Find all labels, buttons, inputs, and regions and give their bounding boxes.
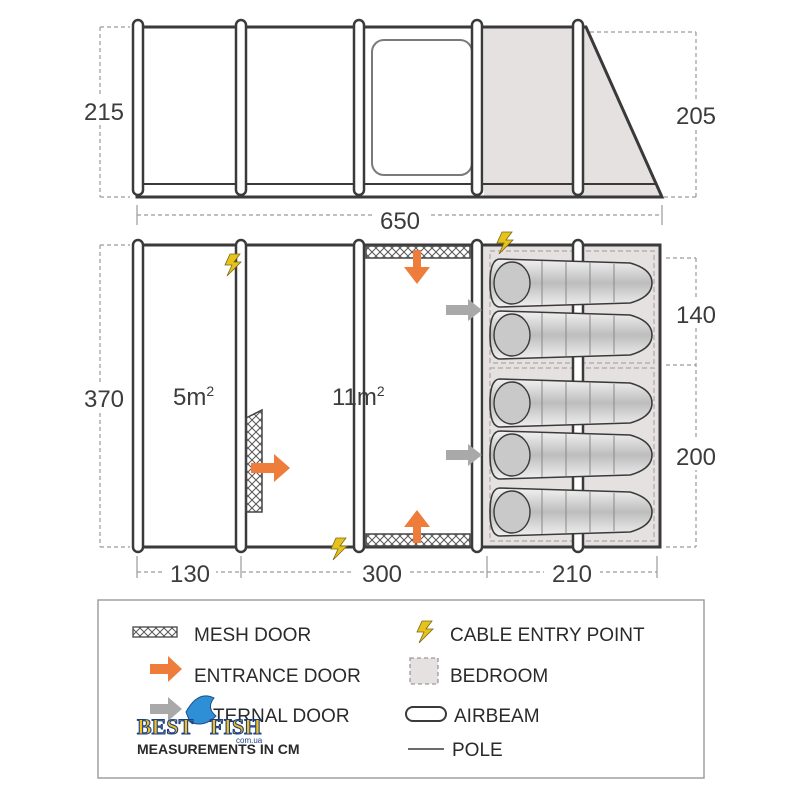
legend: MESH DOOR ENTRANCE DOOR INTERNAL DOOR ME… bbox=[97, 599, 705, 779]
side-height-right: 205 bbox=[676, 103, 716, 130]
side-beam-4 bbox=[470, 18, 484, 197]
legend-measurements: MEASUREMENTS IN CM bbox=[137, 741, 300, 757]
bestfish-logo: BEST FISH com.ua bbox=[136, 695, 263, 745]
side-height-left: 215 bbox=[84, 99, 124, 126]
legend-bedroom: BEDROOM bbox=[450, 666, 548, 687]
side-beam-3 bbox=[352, 18, 366, 197]
floor-beam-2 bbox=[234, 238, 248, 554]
area-superscript-small: 2 bbox=[206, 383, 214, 399]
logo-domain: com.ua bbox=[236, 736, 263, 745]
sleeping-bag-3 bbox=[489, 378, 653, 428]
side-beam-5 bbox=[571, 18, 585, 197]
side-view: 215 205 650 bbox=[80, 18, 722, 235]
segment-dim-1: 130 bbox=[170, 561, 210, 588]
fish-icon bbox=[185, 695, 217, 725]
bedroom-dim-top: 140 bbox=[676, 302, 716, 329]
floor-plan: 5m2 11m2 370 140 200 130 300 210 bbox=[78, 231, 722, 588]
legend-mesh-door: MESH DOOR bbox=[194, 625, 311, 646]
legend-internal-door: INTERNAL DOOR bbox=[194, 706, 350, 727]
entrance-arrow-side bbox=[251, 454, 290, 482]
mesh-door-side bbox=[245, 408, 263, 513]
side-window bbox=[371, 39, 473, 176]
cable-entry-icon-2 bbox=[330, 537, 348, 561]
bedroom-legend-icon bbox=[409, 657, 439, 685]
side-beam-1 bbox=[131, 18, 145, 197]
floor-beam-3 bbox=[352, 238, 366, 554]
side-beam-2 bbox=[234, 18, 248, 197]
logo-word-best: BEST bbox=[137, 714, 194, 739]
bedroom-dim-bottom: 200 bbox=[676, 444, 716, 471]
area-superscript-large: 2 bbox=[377, 383, 385, 399]
sleeping-bag-1 bbox=[489, 258, 653, 308]
side-length: 650 bbox=[380, 208, 420, 235]
internal-door-legend-icon bbox=[150, 697, 182, 721]
area-label-small: 5m2 bbox=[173, 383, 214, 411]
entrance-arrow-top bbox=[404, 250, 430, 284]
area-label-large: 11m2 bbox=[332, 383, 385, 411]
sleeping-bag-2 bbox=[489, 310, 653, 360]
floor-beam-1 bbox=[131, 238, 145, 554]
logo-word-fish: FISH bbox=[210, 714, 261, 739]
airbeam-legend-icon bbox=[405, 706, 447, 722]
segment-dim-3: 210 bbox=[552, 561, 592, 588]
legend-cable-entry: CABLE ENTRY POINT bbox=[450, 625, 645, 646]
legend-entrance-door: ENTRANCE DOOR bbox=[194, 666, 361, 687]
entrance-arrow-bottom bbox=[404, 510, 430, 543]
internal-arrow-bottom bbox=[446, 444, 482, 466]
internal-arrow-top bbox=[446, 299, 482, 321]
entrance-door-legend-icon bbox=[150, 656, 182, 682]
legend-airbeam: AIRBEAM bbox=[454, 706, 540, 727]
segment-dim-2: 300 bbox=[362, 561, 402, 588]
mesh-door-legend-icon bbox=[132, 626, 178, 638]
sleeping-bag-4 bbox=[489, 430, 653, 480]
sleeping-bag-5 bbox=[489, 487, 653, 537]
legend-box bbox=[97, 599, 705, 779]
floor-width: 370 bbox=[84, 386, 124, 413]
legend-pole: POLE bbox=[452, 740, 503, 761]
sleeping-bags bbox=[489, 258, 653, 537]
floor-beam-4 bbox=[470, 238, 484, 554]
